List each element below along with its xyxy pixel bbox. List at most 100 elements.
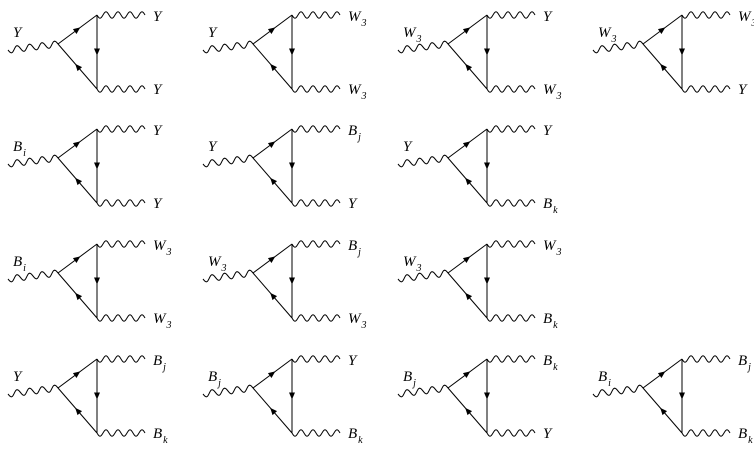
incoming-label-base: B	[13, 139, 22, 155]
top-label-base: B	[348, 238, 357, 254]
vertex-diagram: Y Y Bk	[397, 123, 558, 216]
fermion-arrow-vertical	[484, 392, 490, 400]
bottom-label-base: Y	[153, 196, 163, 212]
fermion-arrow-upper	[267, 256, 276, 263]
top-label-base: Y	[348, 353, 358, 369]
bottom-label: Y	[738, 82, 748, 98]
bottom-label-subscript: k	[163, 435, 168, 446]
outgoing-bottom-boson-line	[291, 85, 341, 93]
bottom-label-base: W	[348, 311, 362, 327]
bottom-label: W3	[348, 82, 367, 102]
incoming-label-subscript: 3	[416, 263, 422, 274]
incoming-label-base: Y	[403, 139, 413, 155]
bottom-label: Bk	[738, 426, 753, 446]
fermion-arrow-vertical	[289, 162, 295, 170]
incoming-label-base: B	[598, 369, 607, 385]
outgoing-bottom-boson-line	[96, 85, 146, 93]
top-label-base: Y	[543, 123, 553, 139]
top-label-subscript: j	[746, 362, 751, 373]
top-label-base: Y	[153, 123, 163, 139]
top-label-base: B	[153, 353, 162, 369]
top-label-subscript: k	[553, 362, 558, 373]
outgoing-bottom-boson-line	[96, 199, 146, 207]
outgoing-bottom-boson-line	[291, 314, 341, 322]
fermion-arrow-lower	[660, 63, 668, 72]
outgoing-top-boson-line	[291, 125, 341, 133]
incoming-label-base: B	[208, 369, 217, 385]
incoming-label: W3	[208, 254, 227, 274]
bottom-label-subscript: k	[553, 205, 558, 216]
incoming-label: W3	[403, 254, 422, 274]
incoming-label: Bi	[13, 139, 26, 159]
incoming-boson-line	[397, 40, 449, 54]
top-label-base: W	[348, 9, 362, 25]
incoming-boson-line	[592, 384, 644, 398]
outgoing-bottom-boson-line	[96, 314, 146, 322]
outgoing-top-boson-line	[486, 240, 536, 248]
incoming-label: W3	[403, 25, 422, 45]
fermion-arrow-upper	[462, 27, 471, 34]
outgoing-bottom-boson-line	[681, 85, 731, 93]
top-label: Y	[153, 123, 163, 139]
top-label-subscript: j	[161, 362, 166, 373]
fermion-arrow-lower	[660, 407, 668, 416]
bottom-label: Bk	[543, 196, 558, 216]
top-label-subscript: j	[356, 247, 361, 258]
top-label: Bj	[348, 238, 361, 258]
top-label-base: W	[543, 238, 557, 254]
incoming-label: Y	[208, 25, 218, 41]
incoming-boson-line	[202, 384, 254, 398]
outgoing-bottom-boson-line	[486, 429, 536, 437]
bottom-label-subscript: k	[748, 435, 753, 446]
incoming-boson-line	[202, 269, 254, 283]
incoming-label-base: W	[598, 25, 612, 41]
top-label-base: B	[738, 353, 747, 369]
fermion-arrow-lower	[465, 292, 473, 301]
incoming-boson-line	[397, 269, 449, 283]
incoming-label-subscript: j	[216, 378, 221, 389]
top-label-subscript: j	[356, 132, 361, 143]
incoming-label-subscript: i	[608, 378, 611, 389]
incoming-label-base: W	[403, 254, 417, 270]
outgoing-top-boson-line	[96, 355, 146, 363]
incoming-label-subscript: i	[23, 148, 26, 159]
bottom-label-base: Y	[348, 196, 358, 212]
bottom-label-base: Y	[738, 82, 748, 98]
incoming-label-subscript: i	[23, 263, 26, 274]
outgoing-top-boson-line	[681, 355, 731, 363]
bottom-label: Y	[153, 196, 163, 212]
top-label: W3	[543, 238, 562, 258]
top-label-base: Y	[153, 9, 163, 25]
incoming-boson-line	[7, 269, 59, 283]
top-label: W3	[153, 238, 172, 258]
outgoing-bottom-boson-line	[486, 85, 536, 93]
fermion-arrow-lower	[270, 63, 278, 72]
outgoing-top-boson-line	[96, 125, 146, 133]
bottom-label: Bk	[543, 311, 558, 331]
fermion-arrow-vertical	[484, 162, 490, 170]
bottom-label-subscript: k	[553, 320, 558, 331]
incoming-boson-line	[202, 40, 254, 54]
incoming-label: Y	[13, 25, 23, 41]
bottom-label-base: W	[153, 311, 167, 327]
bottom-label-subscript: 3	[556, 91, 562, 102]
bottom-label-subscript: 3	[361, 320, 367, 331]
incoming-label-subscript: 3	[221, 263, 227, 274]
incoming-label-base: B	[13, 254, 22, 270]
incoming-label-subscript: j	[411, 378, 416, 389]
bottom-label-base: B	[348, 426, 357, 442]
vertex-diagram: YYY	[7, 9, 163, 98]
fermion-arrow-vertical	[94, 277, 100, 285]
top-label-subscript: 3	[361, 18, 367, 29]
incoming-label: Y	[13, 369, 23, 385]
incoming-boson-line	[7, 384, 59, 398]
bottom-label: W3	[153, 311, 172, 331]
fermion-arrow-lower	[465, 63, 473, 72]
incoming-boson-line	[202, 154, 254, 168]
fermion-arrow-upper	[462, 256, 471, 263]
bottom-label-base: B	[543, 196, 552, 212]
